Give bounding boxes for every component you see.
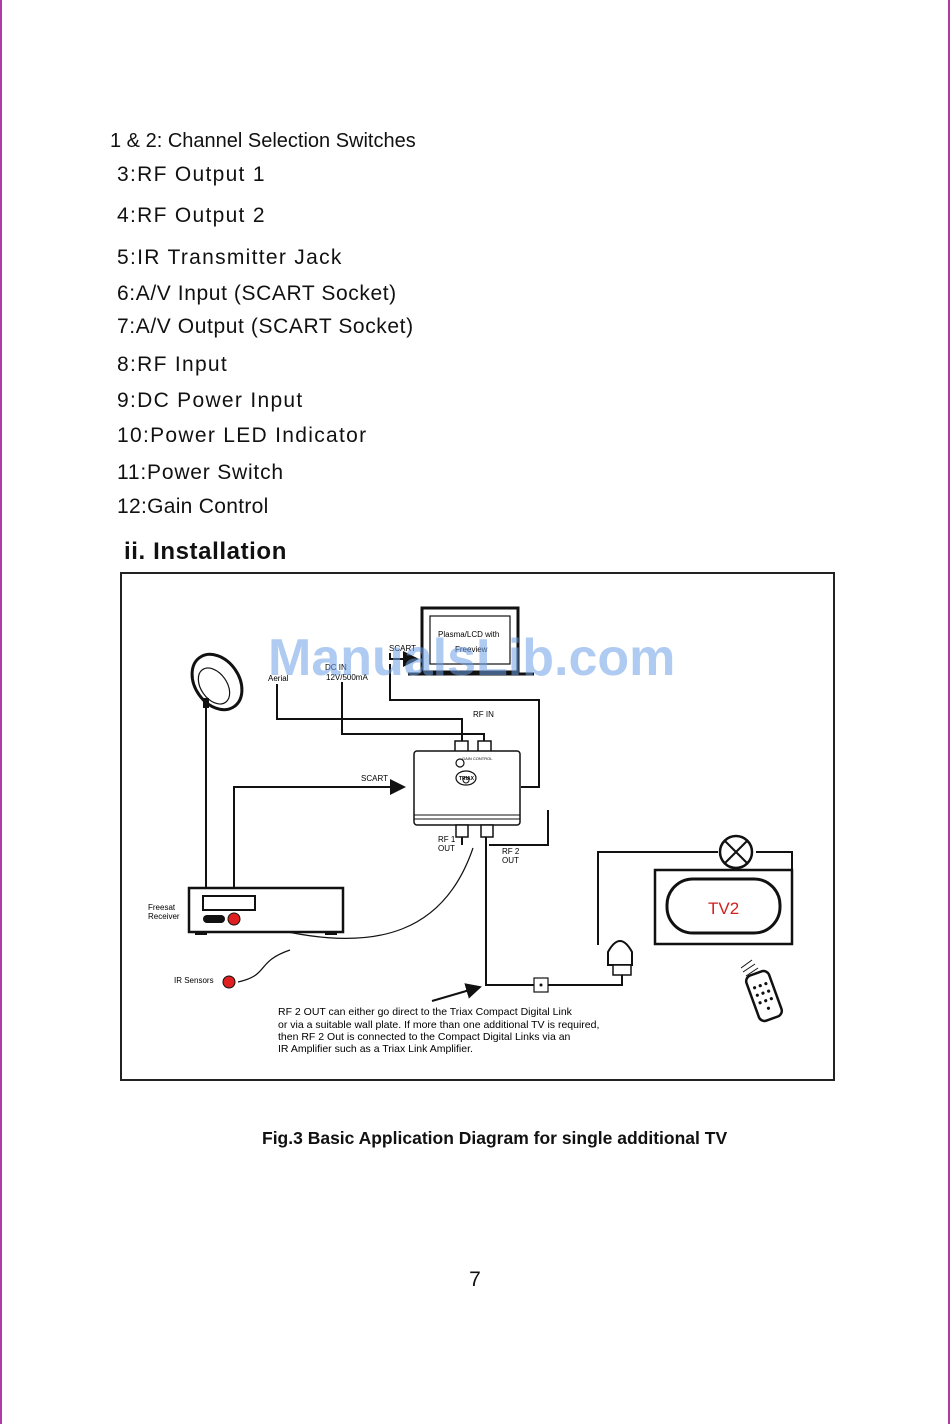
note-line: then RF 2 Out is connected to the Compac… <box>278 1031 571 1043</box>
note-arrow <box>431 983 482 1002</box>
diagram-frame <box>120 572 835 1081</box>
scart-top-label: SCART <box>389 644 416 653</box>
list-item: 5:IR Transmitter Jack <box>117 246 343 269</box>
list-item: 9:DC Power Input <box>117 389 304 412</box>
gain-control-label: GAIN CONTROL <box>462 756 493 761</box>
ir-sensors-label: IR Sensors <box>174 976 214 985</box>
cables <box>233 651 793 986</box>
list-item: 6:A/V Input (SCART Socket) <box>117 282 397 305</box>
rf2-out-label: RF 2 <box>502 847 520 856</box>
main-tv: Plasma/LCD with Freeview <box>408 606 534 676</box>
list-item: 3:RF Output 1 <box>117 163 266 186</box>
dc-in-label: DC IN <box>325 663 347 672</box>
list-item: 10:Power LED Indicator <box>117 424 368 447</box>
note-line: or via a suitable wall plate. If more th… <box>278 1019 599 1031</box>
list-item: 1 & 2: Channel Selection Switches <box>110 130 416 152</box>
list-item: 12:Gain Control <box>117 495 269 518</box>
page-edge-right <box>948 0 950 1424</box>
page-edge-left <box>0 0 2 1424</box>
rf1-out-label: RF 1 <box>438 835 456 844</box>
receiver-label: Freesat <box>148 903 176 912</box>
triax-device: GAIN CONTROL TRIAX <box>413 740 521 838</box>
aerial-label: Aerial <box>268 674 289 683</box>
tv2: TV2 <box>653 868 794 946</box>
tv-screen-label-2: Freeview <box>455 645 488 654</box>
freesat-receiver <box>187 886 345 935</box>
watermark: ManualsLib.com <box>268 629 676 687</box>
rf2-out-label-2: OUT <box>502 856 519 865</box>
ir-emitter-icon <box>718 834 754 870</box>
device-logo: TRIAX <box>459 776 475 782</box>
note-line: IR Amplifier such as a Triax Link Amplif… <box>278 1043 473 1055</box>
page-number: 7 <box>469 1268 481 1291</box>
tv2-label: TV2 <box>708 899 739 918</box>
ir-cable <box>269 847 474 939</box>
wall-plate-socket <box>539 983 543 987</box>
tv-screen-label: Plasma/LCD with <box>438 630 499 639</box>
receiver-label-2: Receiver <box>148 912 180 921</box>
scart-mid-label: SCART <box>361 774 388 783</box>
ir-sensor-cable <box>237 949 291 983</box>
figure-caption: Fig.3 Basic Application Diagram for sing… <box>262 1128 728 1148</box>
ir-sensor-icon <box>222 975 236 989</box>
rf1-out-label-2: OUT <box>438 844 455 853</box>
list-item: 11:Power Switch <box>117 461 284 484</box>
compact-digital-link <box>607 940 633 976</box>
remote-control-icon <box>740 959 784 1023</box>
dc-rating-label: 12V/500mA <box>326 673 368 682</box>
satellite-dish-icon <box>190 652 244 712</box>
list-item: 8:RF Input <box>117 353 229 376</box>
note-line: RF 2 OUT can either go direct to the Tri… <box>278 1006 573 1018</box>
section-title: ii. Installation <box>124 538 287 565</box>
list-item: 4:RF Output 2 <box>117 204 266 227</box>
list-item: 7:A/V Output (SCART Socket) <box>117 315 414 338</box>
ir-sensor-dot-icon <box>227 912 241 926</box>
rf-in-label: RF IN <box>473 710 494 719</box>
